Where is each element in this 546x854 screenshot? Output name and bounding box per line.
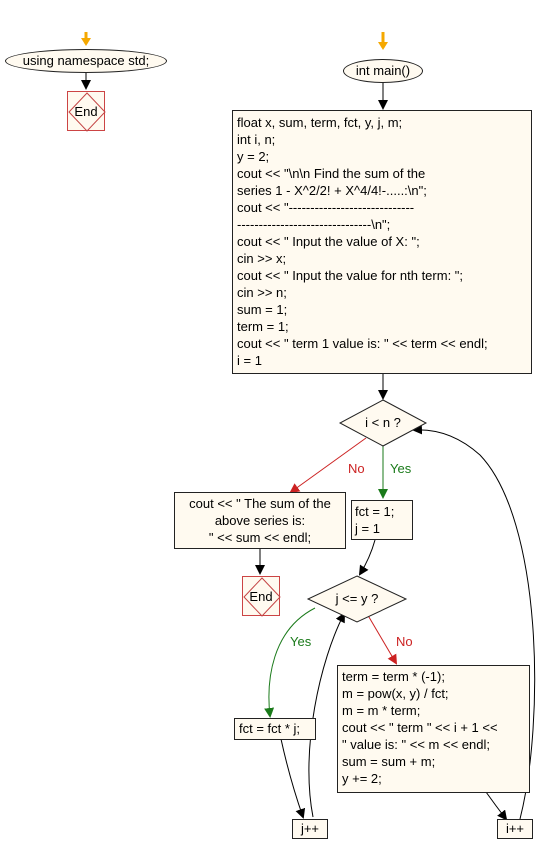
edge-term-to-ipp xyxy=(485,791,508,821)
code-line: j = 1 xyxy=(355,521,380,536)
j-increment-block: j++ xyxy=(292,819,328,839)
decision-j-le-y-label: j <= y ? xyxy=(335,591,379,606)
end-label: End xyxy=(249,588,273,604)
i-increment-block: i++ xyxy=(497,819,533,839)
code-line: -------------------------------\n"; xyxy=(237,217,391,232)
edge-label-yes-2: Yes xyxy=(290,634,312,649)
fct-init-block: fct = 1; j = 1 xyxy=(351,500,413,540)
code-line: " value is: " << m << endl; xyxy=(342,737,490,752)
start-arrowhead-right xyxy=(378,42,388,50)
code-line: cout << " Input the value of X: "; xyxy=(237,234,420,249)
code-line: m = pow(x, y) / fct; xyxy=(342,686,449,701)
term-process-block: term = term * (-1); m = pow(x, y) / fct;… xyxy=(337,665,530,793)
code-line: cin >> n; xyxy=(237,285,287,300)
edge-fct-to-cond2 xyxy=(358,539,376,576)
code-line: fct = 1; xyxy=(355,504,395,519)
edge-fctmul-to-jpp xyxy=(280,738,306,819)
edge-label-no-1: No xyxy=(348,461,365,476)
code-line: y = 2; xyxy=(237,149,270,164)
edge-label-yes-1: Yes xyxy=(390,461,412,476)
edge-cond2-no xyxy=(365,611,398,665)
edge-cond2-yes xyxy=(264,607,316,718)
code-line: fct = fct * j; xyxy=(239,721,301,736)
code-line: cout << " Input the value for nth term: … xyxy=(237,268,464,283)
output-sum-block: cout << " The sum of the above series is… xyxy=(174,492,346,549)
end-label: End xyxy=(74,103,98,119)
end-diamond-icon xyxy=(243,577,281,617)
code-line: sum = 1; xyxy=(237,302,288,317)
fct-multiply-block: fct = fct * j; xyxy=(234,718,316,740)
terminator-namespace: using namespace std; xyxy=(5,49,167,73)
code-line: float x, sum, term, fct, y, j, m; xyxy=(237,115,403,130)
code-line: m = m * term; xyxy=(342,703,421,718)
code-line: cout << "\n\n Find the sum of the xyxy=(237,166,426,181)
code-line: above series is: xyxy=(214,513,306,528)
code-line: sum = sum + m; xyxy=(342,754,436,769)
code-line: y += 2; xyxy=(342,771,382,786)
code-line: cin >> x; xyxy=(237,251,287,266)
end-diamond-icon xyxy=(68,92,106,132)
code-line: int i, n; xyxy=(237,132,276,147)
decision-i-lt-n-label: i < n ? xyxy=(365,415,401,430)
code-line: term = 1; xyxy=(237,319,289,334)
edge-cond1-no xyxy=(289,437,367,494)
code-line: i = 1 xyxy=(237,353,262,368)
end-node-bottom: End xyxy=(242,576,281,617)
end-node-top: End xyxy=(67,91,106,132)
code-line: cout << " term " << i + 1 << xyxy=(342,720,498,735)
code-line: " << sum << endl; xyxy=(208,530,312,545)
code-line: cout << "----------------------------- xyxy=(237,200,415,215)
code-line: cout << " The sum of the xyxy=(189,496,331,511)
code-line: cout << " term 1 value is: " << term << … xyxy=(237,336,488,351)
edge-jpp-loop xyxy=(308,612,345,818)
terminator-main: int main() xyxy=(343,59,423,83)
code-line: series 1 - X^2/2! + X^4/4!-.....:\n"; xyxy=(237,183,427,198)
start-arrowhead-left xyxy=(81,38,91,46)
edge-label-no-2: No xyxy=(396,634,413,649)
init-process-block: float x, sum, term, fct, y, j, m; int i,… xyxy=(232,110,532,374)
code-line: term = term * (-1); xyxy=(342,669,445,684)
edge-ipp-loop xyxy=(412,424,536,820)
decision-j-le-y xyxy=(306,575,408,623)
decision-i-lt-n xyxy=(338,399,428,447)
